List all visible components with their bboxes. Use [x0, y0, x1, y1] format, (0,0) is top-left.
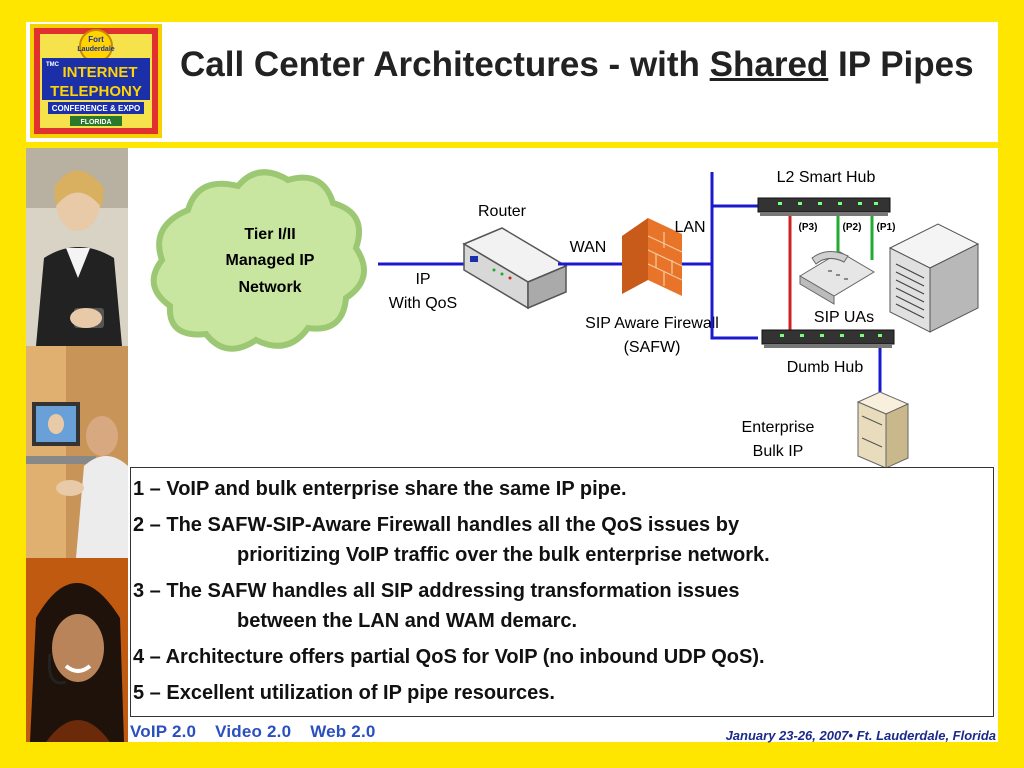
- header-panel: [26, 22, 998, 142]
- firewall-abbrev-label: (SAFW): [624, 339, 681, 356]
- cloud-network: [150, 169, 367, 352]
- enterprise-label: Enterprise: [742, 419, 815, 436]
- enterprise-bulk-label: Bulk IP: [753, 443, 804, 460]
- smart-hub-icon: [757, 197, 891, 216]
- logo-text-lauderdale: Lauderdale: [77, 46, 114, 53]
- sip-phone-icon: [799, 251, 875, 305]
- router-icon: [462, 227, 568, 310]
- bullet-text-box: 1 – VoIP and bulk enterprise share the s…: [130, 467, 994, 717]
- router-label: Router: [478, 203, 527, 220]
- bullet-5: 5 – Excellent utilization of IP pipe res…: [133, 678, 993, 708]
- link-bus-dumbhub: [710, 308, 758, 340]
- bullet-3: 3 – The SAFW handles all SIP addressing …: [133, 576, 993, 636]
- dumb-hub-icon: [761, 329, 895, 348]
- firewall-icon: [622, 218, 683, 296]
- port-p1-label: (P1): [877, 222, 896, 233]
- footer-web: Web 2.0: [310, 722, 376, 741]
- title-text-part1: Call Center Architectures - with: [180, 45, 710, 84]
- footer-voip: VoIP 2.0: [130, 722, 197, 741]
- logo-text-fort: Fort: [88, 35, 104, 44]
- ip-qos-label: With QoS: [389, 295, 457, 312]
- photo-man-at-computer: [26, 346, 128, 558]
- cloud-label-line2: Managed IP: [226, 252, 315, 269]
- conference-logo: Fort Lauderdale TMC INTERNET TELEPHONY C…: [30, 24, 162, 138]
- bullet-2-text: 2 – The SAFW-SIP-Aware Firewall handles …: [133, 514, 740, 536]
- bullet-5-text: 5 – Excellent utilization of IP pipe res…: [133, 682, 555, 704]
- logo-text-badge: TMC: [46, 62, 60, 68]
- page-title: Call Center Architectures - with Shared …: [180, 44, 990, 86]
- sip-uas-label: SIP UAs: [814, 309, 874, 326]
- footer-video: Video 2.0: [215, 722, 292, 741]
- title-text-part2: IP Pipes: [828, 45, 974, 84]
- network-diagram: Tier I/II Managed IP Network IP With QoS…: [150, 169, 980, 468]
- enterprise-servers-icon: [856, 391, 910, 468]
- wan-label: WAN: [570, 239, 607, 256]
- logo-text-telephony: TELEPHONY: [50, 83, 142, 100]
- logo-text-conference: CONFERENCE & EXPO: [52, 104, 140, 113]
- lan-label: LAN: [674, 219, 705, 236]
- port-p2-label: (P2): [843, 222, 862, 233]
- bullet-3-text: 3 – The SAFW handles all SIP addressing …: [133, 580, 740, 602]
- bullet-1: 1 – VoIP and bulk enterprise share the s…: [133, 474, 993, 504]
- photo-businesswoman: [26, 148, 128, 346]
- cloud-label-line3: Network: [238, 279, 301, 296]
- firewall-label: SIP Aware Firewall: [585, 315, 719, 332]
- bullet-3-continuation: between the LAN and WAM demarc.: [237, 610, 578, 632]
- photo-woman-headset: [26, 558, 128, 742]
- footer-tagline: VoIP 2.0 Video 2.0 Web 2.0: [130, 722, 390, 742]
- logo-text-internet: INTERNET: [63, 64, 138, 81]
- logo-graphic: Fort Lauderdale TMC INTERNET TELEPHONY C…: [30, 24, 162, 138]
- title-text-underlined: Shared: [709, 45, 829, 84]
- smart-hub-label: L2 Smart Hub: [777, 169, 876, 186]
- bullet-1-text: 1 – VoIP and bulk enterprise share the s…: [133, 478, 627, 500]
- bullet-4-text: 4 – Architecture offers partial QoS for …: [133, 646, 765, 668]
- dumb-hub-label: Dumb Hub: [787, 359, 864, 376]
- bullet-2: 2 – The SAFW-SIP-Aware Firewall handles …: [133, 510, 993, 570]
- port-p3-label: (P3): [799, 222, 818, 233]
- logo-text-florida: FLORIDA: [80, 119, 111, 126]
- server-icon: [888, 223, 980, 333]
- bullet-2-continuation: prioritizing VoIP traffic over the bulk …: [237, 544, 770, 566]
- bullet-4: 4 – Architecture offers partial QoS for …: [133, 642, 993, 672]
- cloud-shape: [150, 169, 367, 352]
- footer-date: January 23-26, 2007• Ft. Lauderdale, Flo…: [725, 728, 996, 743]
- cloud-label-line1: Tier I/II: [244, 226, 295, 243]
- sidebar-photos: [26, 148, 128, 742]
- ip-label: IP: [415, 271, 430, 288]
